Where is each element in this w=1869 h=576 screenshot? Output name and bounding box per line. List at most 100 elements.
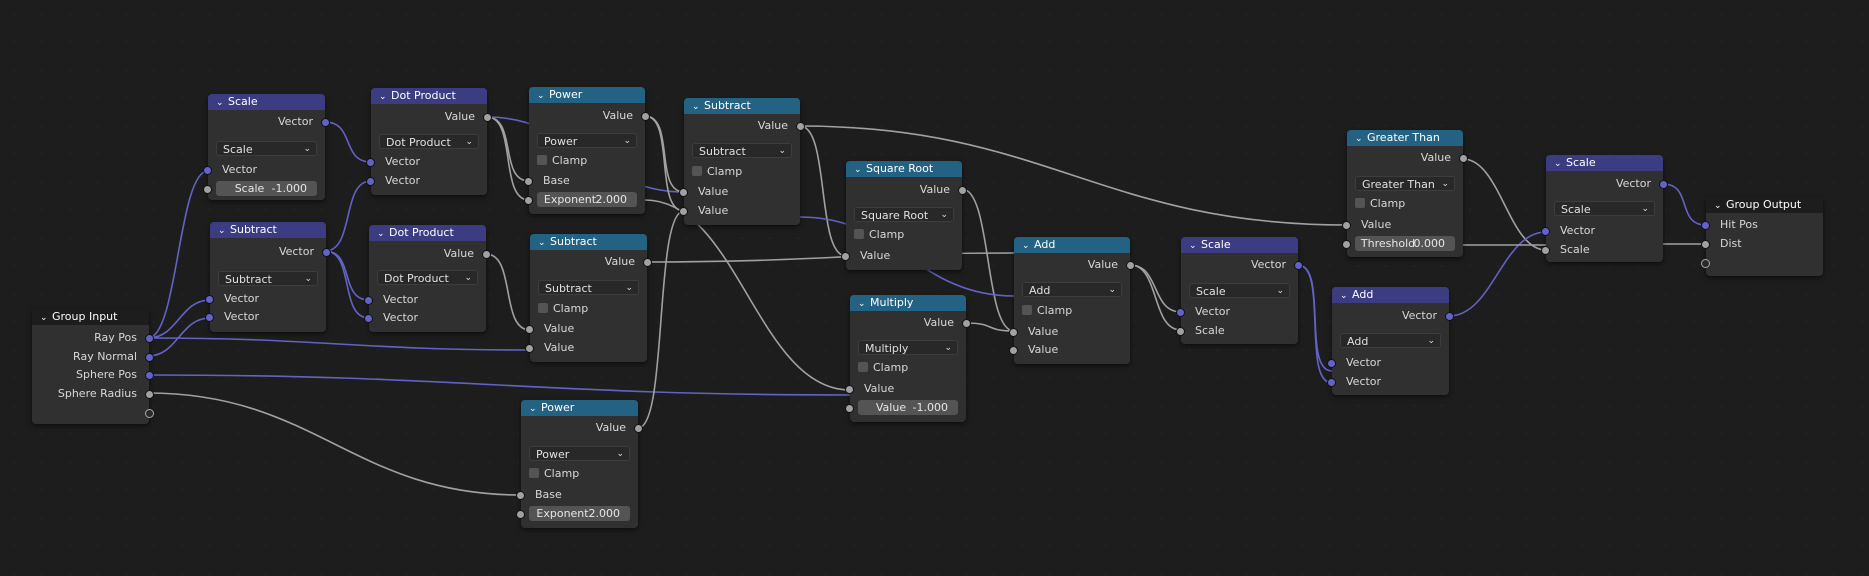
output-socket[interactable] <box>322 248 331 257</box>
output-socket[interactable] <box>1459 154 1468 163</box>
node-header[interactable]: ⌄Square Root <box>846 161 962 177</box>
node-header[interactable]: ⌄Add <box>1014 237 1130 253</box>
collapse-chevron-icon[interactable]: ⌄ <box>858 299 866 309</box>
input-socket[interactable] <box>1541 227 1550 236</box>
collapse-chevron-icon[interactable]: ⌄ <box>1340 291 1348 301</box>
node-header[interactable]: ⌄Subtract <box>530 234 647 250</box>
collapse-chevron-icon[interactable]: ⌄ <box>1189 241 1197 251</box>
node-header[interactable]: ⌄Multiply <box>850 295 966 311</box>
node-group-input[interactable]: ⌄Group Input Ray Pos Ray Normal Sphere P… <box>32 309 154 424</box>
node-scale-3[interactable]: ⌄Scale Vector Scale⌄ Vector Scale <box>1541 155 1668 262</box>
input-socket[interactable] <box>1342 240 1351 249</box>
node-header[interactable]: ⌄Subtract <box>210 222 326 238</box>
clamp-checkbox[interactable]: Clamp <box>1355 196 1405 212</box>
node-link[interactable] <box>324 180 372 252</box>
collapse-chevron-icon[interactable]: ⌄ <box>854 165 862 175</box>
node-add-vector[interactable]: ⌄Add Vector Add⌄ Vector Vector <box>1327 287 1454 395</box>
input-socket[interactable] <box>1342 221 1351 230</box>
operation-dropdown[interactable]: Subtract⌄ <box>218 271 318 286</box>
clamp-checkbox[interactable]: Clamp <box>529 466 579 482</box>
node-link[interactable] <box>637 210 685 429</box>
clamp-checkbox[interactable]: Clamp <box>537 153 587 169</box>
output-socket[interactable] <box>321 118 330 127</box>
node-link[interactable] <box>1448 231 1547 317</box>
node-header[interactable]: ⌄Power <box>521 400 638 416</box>
collapse-chevron-icon[interactable]: ⌄ <box>379 92 387 102</box>
operation-dropdown[interactable]: Dot Product⌄ <box>377 270 478 285</box>
input-socket[interactable] <box>1009 346 1018 355</box>
input-socket[interactable] <box>1327 359 1336 368</box>
input-socket[interactable] <box>1701 240 1710 249</box>
operation-dropdown[interactable]: Scale⌄ <box>1189 283 1290 298</box>
node-greater-than[interactable]: ⌄Greater Than Value Greater Than⌄ Clamp … <box>1342 130 1468 257</box>
node-header[interactable]: ⌄Greater Than <box>1347 130 1463 146</box>
node-link[interactable] <box>799 125 1348 226</box>
output-socket[interactable] <box>145 353 154 362</box>
node-link[interactable] <box>147 392 522 496</box>
node-multiply[interactable]: ⌄Multiply Value Multiply⌄ Clamp Value Va… <box>845 295 971 422</box>
node-header[interactable]: ⌄Scale <box>1181 237 1298 253</box>
collapse-chevron-icon[interactable]: ⌄ <box>1554 159 1562 169</box>
input-socket[interactable] <box>205 295 214 304</box>
collapse-chevron-icon[interactable]: ⌄ <box>692 102 700 112</box>
collapse-chevron-icon[interactable]: ⌄ <box>218 226 226 236</box>
output-socket[interactable] <box>1659 180 1668 189</box>
input-socket[interactable] <box>1176 327 1185 336</box>
input-socket[interactable] <box>364 314 373 323</box>
input-socket[interactable] <box>525 325 534 334</box>
node-link[interactable] <box>147 317 211 357</box>
node-link[interactable] <box>147 337 530 351</box>
input-socket[interactable] <box>845 385 854 394</box>
node-header[interactable]: ⌄Dot Product <box>369 225 486 241</box>
input-socket[interactable] <box>845 404 854 413</box>
output-socket[interactable] <box>1294 261 1303 270</box>
clamp-checkbox[interactable]: Clamp <box>1022 303 1072 319</box>
output-socket[interactable] <box>643 258 652 267</box>
node-header[interactable]: ⌄Scale <box>208 94 325 110</box>
collapse-chevron-icon[interactable]: ⌄ <box>377 229 385 239</box>
output-socket[interactable] <box>796 122 805 131</box>
node-header[interactable]: ⌄Dot Product <box>371 88 487 104</box>
operation-dropdown[interactable]: Multiply⌄ <box>858 340 958 355</box>
node-link[interactable] <box>486 116 530 201</box>
input-socket[interactable] <box>679 188 688 197</box>
node-dot-product-1[interactable]: ⌄Dot Product Value Dot Product⌄ Vector V… <box>366 88 492 195</box>
node-header[interactable]: ⌄Group Output <box>1706 197 1823 213</box>
value-field[interactable]: Value-1.000 <box>858 400 958 415</box>
node-subtract-vector[interactable]: ⌄Subtract Vector Subtract⌄ Vector Vector <box>205 222 331 332</box>
collapse-chevron-icon[interactable]: ⌄ <box>1714 201 1722 211</box>
input-socket[interactable] <box>516 510 525 519</box>
node-scale-2[interactable]: ⌄Scale Vector Scale⌄ Vector Scale <box>1176 237 1303 344</box>
operation-dropdown[interactable]: Subtract⌄ <box>692 143 792 158</box>
input-socket[interactable] <box>364 296 373 305</box>
output-socket[interactable] <box>634 424 643 433</box>
collapse-chevron-icon[interactable]: ⌄ <box>537 91 545 101</box>
node-link[interactable] <box>644 199 851 391</box>
node-link[interactable] <box>1297 264 1333 384</box>
node-dot-product-2[interactable]: ⌄Dot Product Value Dot Product⌄ Vector V… <box>364 225 491 332</box>
node-link[interactable] <box>1129 264 1182 331</box>
output-socket[interactable] <box>1445 312 1454 321</box>
input-socket[interactable] <box>203 185 212 194</box>
node-subtract-value-1[interactable]: ⌄Subtract Value Subtract⌄ Clamp Value Va… <box>525 234 652 362</box>
node-link[interactable] <box>147 374 851 396</box>
collapse-chevron-icon[interactable]: ⌄ <box>1022 241 1030 251</box>
output-socket[interactable] <box>1126 261 1135 270</box>
output-socket[interactable] <box>145 371 154 380</box>
input-socket[interactable] <box>205 313 214 322</box>
output-socket[interactable] <box>641 112 650 121</box>
collapse-chevron-icon[interactable]: ⌄ <box>40 313 48 323</box>
clamp-checkbox[interactable]: Clamp <box>854 227 904 243</box>
node-link[interactable] <box>799 125 847 257</box>
operation-dropdown[interactable]: Power⌄ <box>529 446 630 461</box>
operation-dropdown[interactable]: Scale⌄ <box>216 141 317 156</box>
input-socket[interactable] <box>1541 246 1550 255</box>
node-header[interactable]: ⌄Group Input <box>32 309 149 325</box>
operation-dropdown[interactable]: Add⌄ <box>1022 282 1122 297</box>
input-socket[interactable] <box>1701 221 1710 230</box>
input-socket[interactable] <box>1009 328 1018 337</box>
